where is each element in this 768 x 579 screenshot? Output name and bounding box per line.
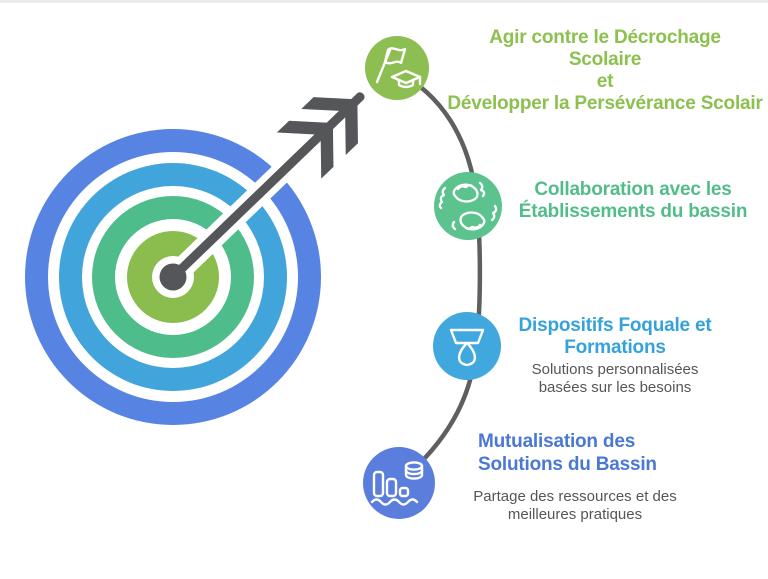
lamp-icon (449, 328, 485, 367)
step-3-disc (433, 312, 501, 380)
title-line: Dispositifs Foquale et (518, 315, 712, 336)
arrow-fletching (301, 97, 358, 156)
step-4-subtitle: Partage des ressources et des meilleures… (455, 488, 695, 524)
step-2-title: Collaboration avec les Établissements du… (455, 179, 768, 223)
title-line: Développer la Persévérance Scolair (447, 93, 763, 114)
flag-graduation-icon (375, 47, 422, 89)
title-line: Agir contre le Décrochage (489, 27, 721, 48)
subtitle-line: Partage des ressources et des (473, 488, 677, 505)
title-line: Établissements du bassin (518, 201, 748, 222)
step-circle-3 (433, 312, 501, 380)
title-line: Mutualisation des (478, 431, 636, 452)
step-circle-1 (365, 36, 429, 100)
bar-chart-coins-icon (370, 461, 424, 506)
title-line: Collaboration avec les (534, 179, 732, 200)
title-line: et (596, 71, 614, 92)
subtitle-line: meilleures pratiques (507, 506, 643, 523)
top-strip (0, 0, 768, 3)
step-circle-2 (434, 172, 502, 240)
arrow-tip-dot (159, 263, 187, 291)
step-3-subtitle: Solutions personnalisées basées sur les … (435, 361, 768, 397)
subtitle-line: basées sur les besoins (538, 379, 692, 396)
arrow-icon (159, 81, 376, 291)
title-line: Solutions du Bassin (478, 454, 657, 475)
step-circle-4 (363, 447, 435, 519)
connector-curve (394, 69, 483, 484)
title-line: Formations (564, 337, 666, 358)
arrow-fletching (276, 120, 334, 179)
step-4-title: Mutualisation des Solutions du Bassin (478, 430, 768, 476)
title-line: Scolaire (568, 49, 642, 70)
subtitle-line: Solutions personnalisées (531, 361, 699, 378)
step-3-title: Dispositifs Foquale et Formations (435, 315, 768, 359)
arrow-shaft (171, 92, 365, 279)
hands-collaboration-icon (438, 181, 498, 231)
step-1-title: Agir contre le Décrochage Scolaire et Dé… (385, 27, 768, 115)
